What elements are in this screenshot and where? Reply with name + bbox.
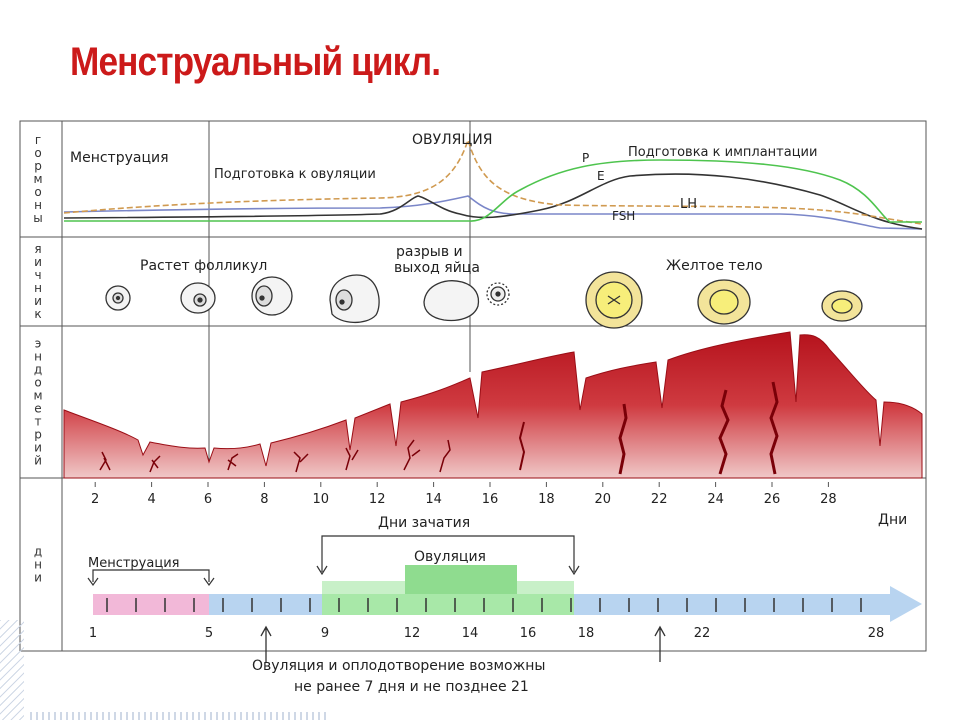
day-tick-label: 26 — [764, 492, 781, 507]
bar-tick-labels: 1 5 9 12 14 16 18 22 28 — [89, 626, 884, 641]
luteal-segment-arrow — [574, 586, 922, 622]
follicle-illustrations — [105, 271, 863, 329]
day-tick-label: 24 — [707, 492, 724, 507]
menstruation-bracket — [87, 569, 215, 587]
day-tick-label: 4 — [147, 492, 155, 507]
ovulation-bar-label: Овуляция — [414, 549, 486, 565]
fsh-curve — [63, 195, 923, 230]
follicle-stage-1 — [105, 285, 131, 311]
bar-tick-label: 12 — [404, 626, 421, 641]
hormone-label-p: P — [582, 151, 589, 165]
footer-line-2: не ранее 7 дня и не позднее 21 — [294, 679, 529, 695]
day-tick-label: 6 — [204, 492, 212, 507]
corpus-luteum-3 — [821, 290, 863, 322]
progesterone-curve — [64, 159, 922, 223]
day-tick-label: 8 — [260, 492, 268, 507]
endometrium-layer — [63, 331, 923, 479]
conception-days-label: Дни зачатия — [378, 515, 470, 531]
decorative-hatch-left — [0, 620, 24, 720]
follicular-segment — [209, 594, 322, 615]
hormone-label-prep-ovulation: Подготовка к овуляции — [214, 167, 376, 182]
hormone-label-e: E — [597, 169, 605, 183]
day-tick-label: 2 — [91, 492, 99, 507]
hormone-label-menstruation: Менструация — [70, 150, 169, 166]
bar-tick-label: 5 — [205, 626, 213, 641]
day-tick-label: 18 — [538, 492, 555, 507]
ovary-label-corpus-luteum: Желтое тело — [666, 258, 763, 274]
bar-tick-label: 22 — [694, 626, 711, 641]
hormone-label-fsh: FSH — [612, 209, 635, 223]
decorative-hatch-bottom — [30, 712, 330, 720]
day-tick-label: 14 — [425, 492, 442, 507]
ovary-label-follicle: Растет фолликул — [140, 258, 267, 274]
days-unit-label: Дни — [878, 512, 907, 528]
day-tick-label: 22 — [651, 492, 668, 507]
hormone-label-ovulation: ОВУЛЯЦИЯ — [412, 132, 492, 148]
day-tick-label: 16 — [482, 492, 499, 507]
day-tick-label: 12 — [369, 492, 386, 507]
bar-tick-label: 18 — [578, 626, 595, 641]
bar-tick-label: 28 — [868, 626, 885, 641]
hormone-label-lh: LH — [680, 197, 697, 212]
follicle-stage-2 — [180, 282, 216, 314]
follicle-stage-4 — [329, 274, 380, 324]
hormone-curves — [63, 137, 923, 230]
hormone-label-prep-implantation: Подготовка к имплантации — [628, 145, 817, 160]
corpus-luteum-1 — [585, 271, 643, 329]
day-bar — [93, 565, 922, 622]
bar-tick-label: 9 — [321, 626, 329, 641]
footer-line-1: Овуляция и оплодотворение возможны — [252, 658, 545, 674]
menstruation-bracket-label: Менструация — [88, 556, 179, 571]
day-tick-label: 28 — [820, 492, 837, 507]
menstruation-segment — [93, 594, 209, 615]
page-title: Менструальный цикл. — [70, 40, 441, 84]
ovary-label-rupture-2: выход яйца — [394, 260, 480, 276]
corpus-luteum-2 — [697, 279, 751, 325]
ovary-label-rupture-1: разрыв и — [396, 244, 463, 260]
conception-days-bracket — [316, 535, 580, 576]
follicle-stage-3 — [251, 276, 293, 316]
endometrium-vessels — [99, 381, 779, 475]
day-tick-label: 20 — [595, 492, 612, 507]
endometrium-shape — [63, 331, 923, 479]
fertile-segment — [322, 594, 574, 615]
lh-curve — [63, 137, 923, 225]
day-tick-label: 10 — [313, 492, 330, 507]
estrogen-curve — [63, 173, 923, 230]
bar-tick-label: 16 — [520, 626, 537, 641]
bar-tick-label: 1 — [89, 626, 97, 641]
possibility-arrows — [260, 625, 666, 662]
follicle-rupture — [423, 280, 510, 322]
bar-tick-label: 14 — [462, 626, 479, 641]
diagram-frame — [19, 120, 927, 652]
